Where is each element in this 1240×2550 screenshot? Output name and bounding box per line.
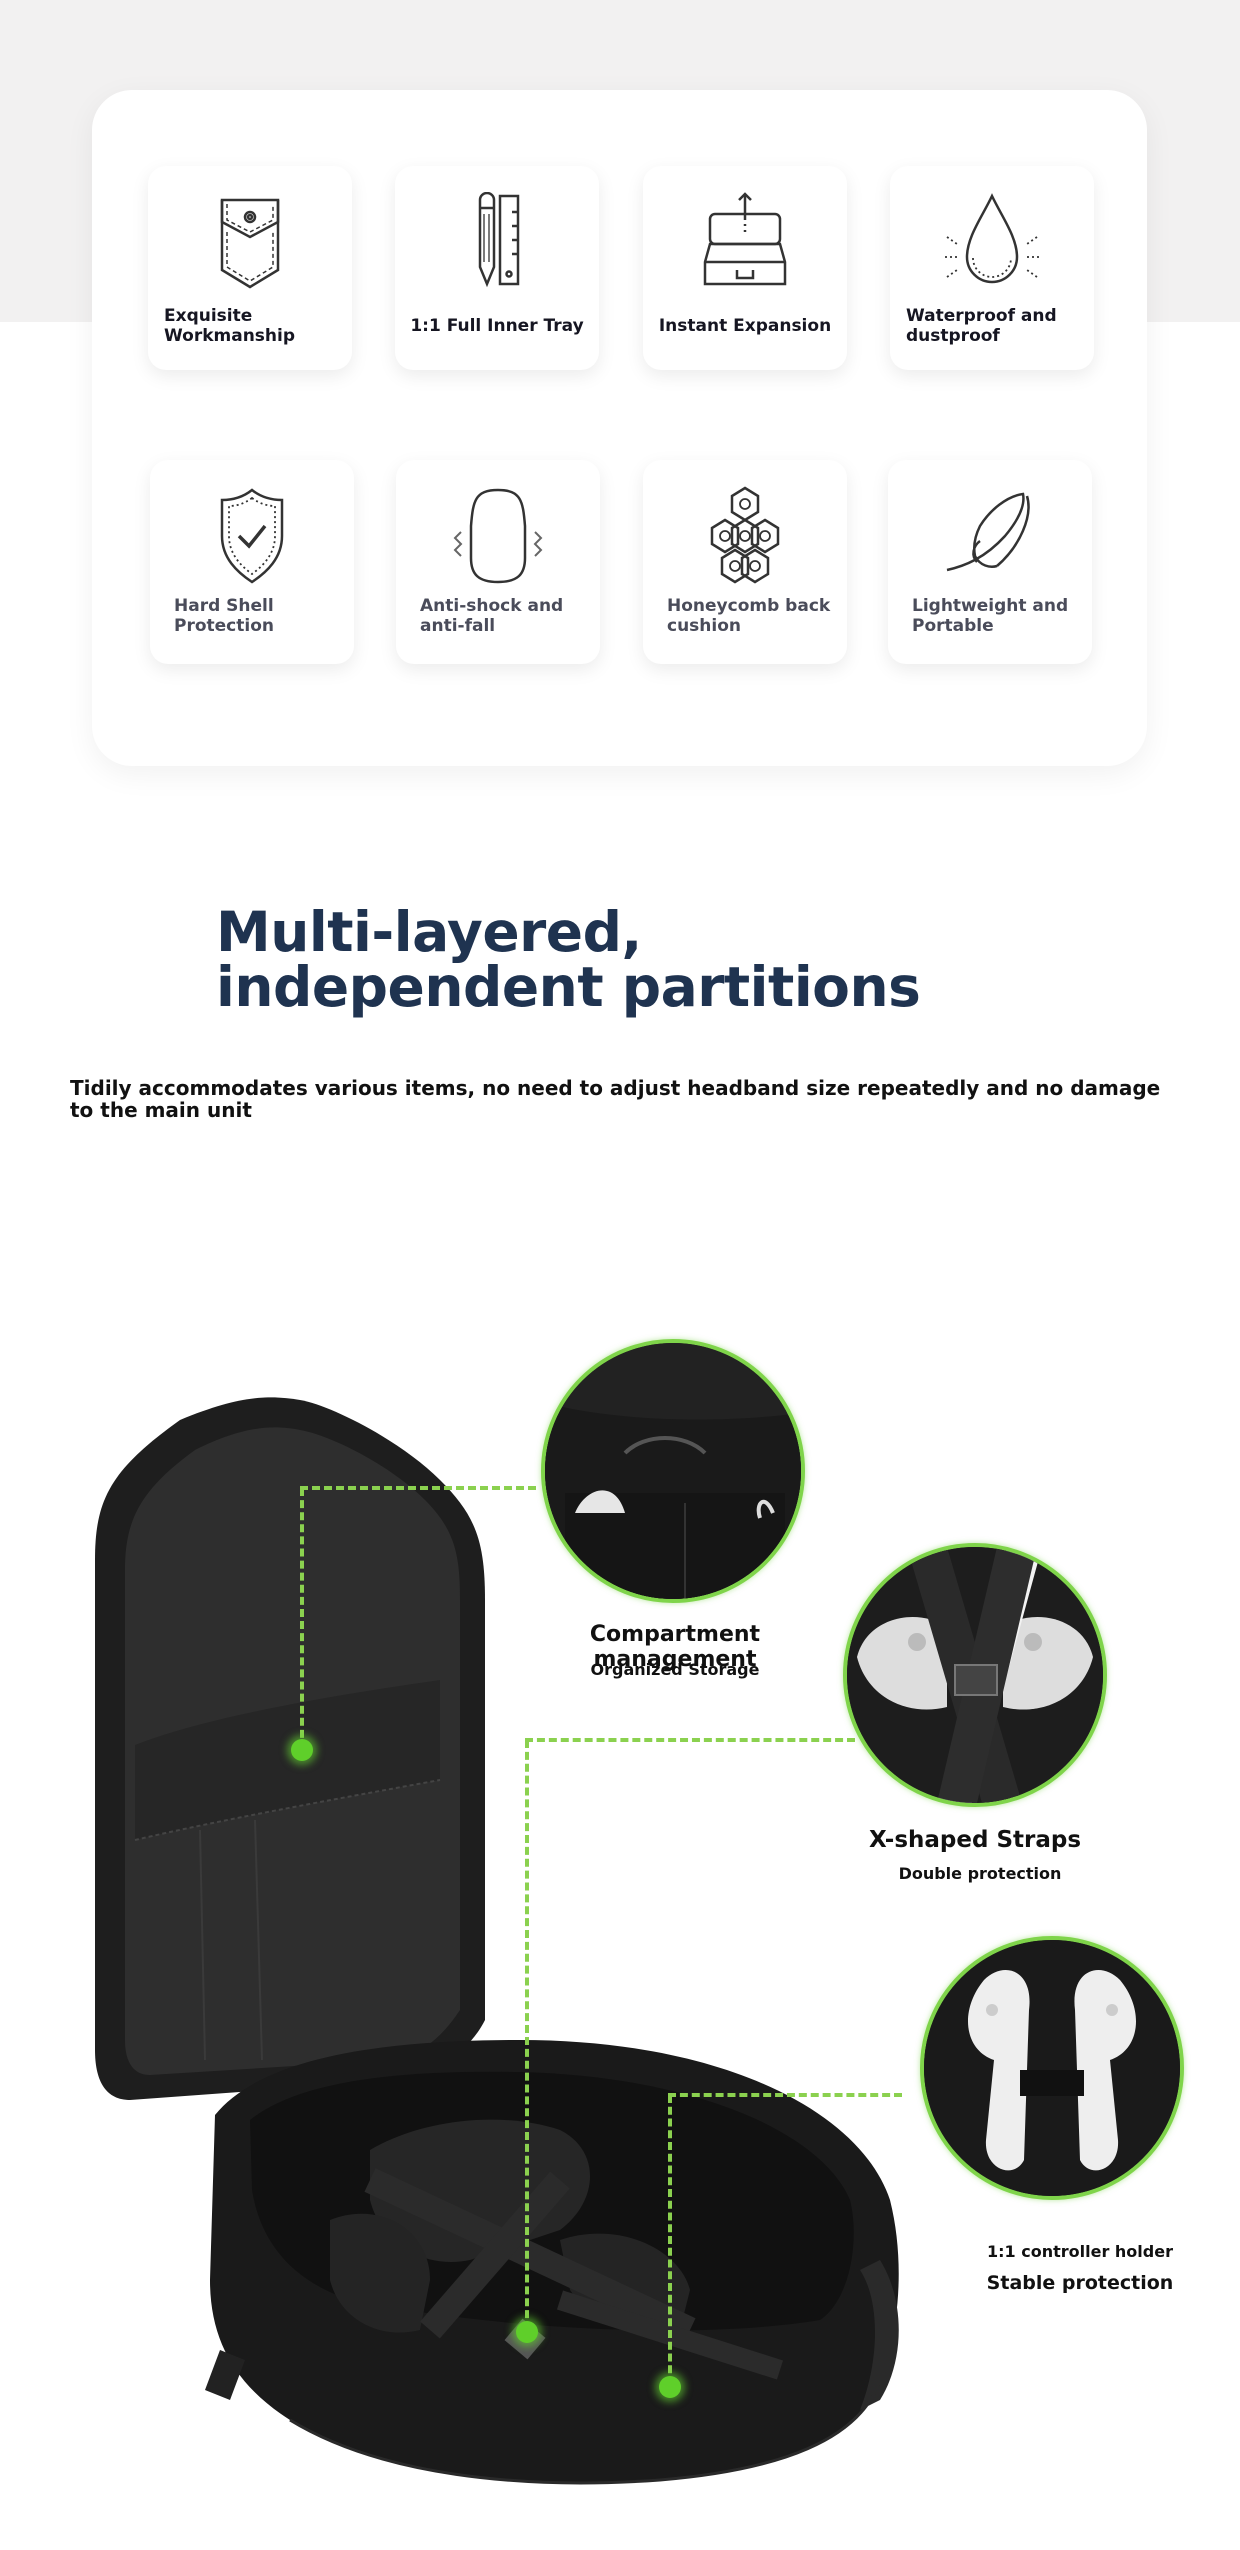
feature-label: Exquisite Workmanship: [164, 306, 296, 346]
callout-title: Compartment management: [589, 1622, 761, 1672]
feature-label: Anti-shock and anti-fall: [420, 596, 564, 636]
connector-line-straps: [525, 1740, 529, 2330]
feature-card-hard-shell: Hard Shell Protection: [150, 460, 354, 664]
feature-card-anti-shock: Anti-shock and anti-fall: [396, 460, 600, 664]
connector-line-controller: [668, 2095, 672, 2385]
shock-absorb-icon: [453, 488, 543, 584]
feature-label: Lightweight and Portable: [912, 596, 1069, 636]
feature-card-lightweight: Lightweight and Portable: [888, 460, 1092, 664]
connector-line-controller: [668, 2093, 902, 2097]
shield-check-icon: [220, 488, 284, 584]
pocket-icon: [220, 198, 280, 289]
hotspot-dot-controller[interactable]: [659, 2376, 681, 2398]
detail-circle-compartment: [541, 1339, 805, 1603]
feature-label: Hard Shell Protection: [174, 596, 274, 636]
section-subtitle: Tidily accommodates various items, no ne…: [70, 1076, 1161, 1122]
callout-subtitle: Organized Storage: [590, 1660, 760, 1679]
section-headline: Multi-layered, independent partitions: [216, 900, 921, 1019]
feature-label: Waterproof and dustproof: [906, 306, 1057, 346]
callout-subtitle: Stable protection: [986, 2272, 1174, 2294]
hotspot-dot-straps[interactable]: [516, 2321, 538, 2343]
honeycomb-icon: [710, 486, 780, 584]
connector-line-compartment: [300, 1486, 536, 1490]
detail-circle-controller: [920, 1936, 1184, 2200]
feature-card-workmanship: Exquisite Workmanship: [148, 166, 352, 370]
feature-card-expansion: Instant Expansion: [643, 166, 847, 370]
controller-detail-image: [924, 1940, 1180, 2196]
pencil-ruler-icon: [478, 192, 520, 288]
hotspot-dot-compartment[interactable]: [291, 1739, 313, 1761]
feature-card-honeycomb: Honeycomb back cushion: [643, 460, 847, 664]
feature-label: Instant Expansion: [658, 316, 832, 336]
vr-case-illustration: [95, 1397, 899, 2485]
callout-title: 1:1 controller holder: [987, 2242, 1173, 2261]
feature-label: Honeycomb back cushion: [667, 596, 831, 636]
compartment-detail-image: [545, 1343, 801, 1599]
callout-title: X-shaped Straps: [868, 1827, 1082, 1853]
feature-card-inner-tray: 1:1 Full Inner Tray: [395, 166, 599, 370]
product-image: Compartment management Organized Storage…: [0, 1339, 1240, 2546]
callout-subtitle: Double protection: [898, 1864, 1062, 1883]
feature-label: 1:1 Full Inner Tray: [410, 316, 584, 336]
straps-detail-image: [847, 1547, 1103, 1803]
detail-circle-straps: [843, 1543, 1107, 1807]
water-drop-icon: [945, 193, 1039, 284]
feature-card-waterproof: Waterproof and dustproof: [890, 166, 1094, 370]
connector-line-compartment: [300, 1488, 304, 1750]
feature-icon: [946, 492, 1030, 572]
expanding-case-icon: [703, 192, 787, 286]
connector-line-straps: [525, 1738, 855, 1742]
